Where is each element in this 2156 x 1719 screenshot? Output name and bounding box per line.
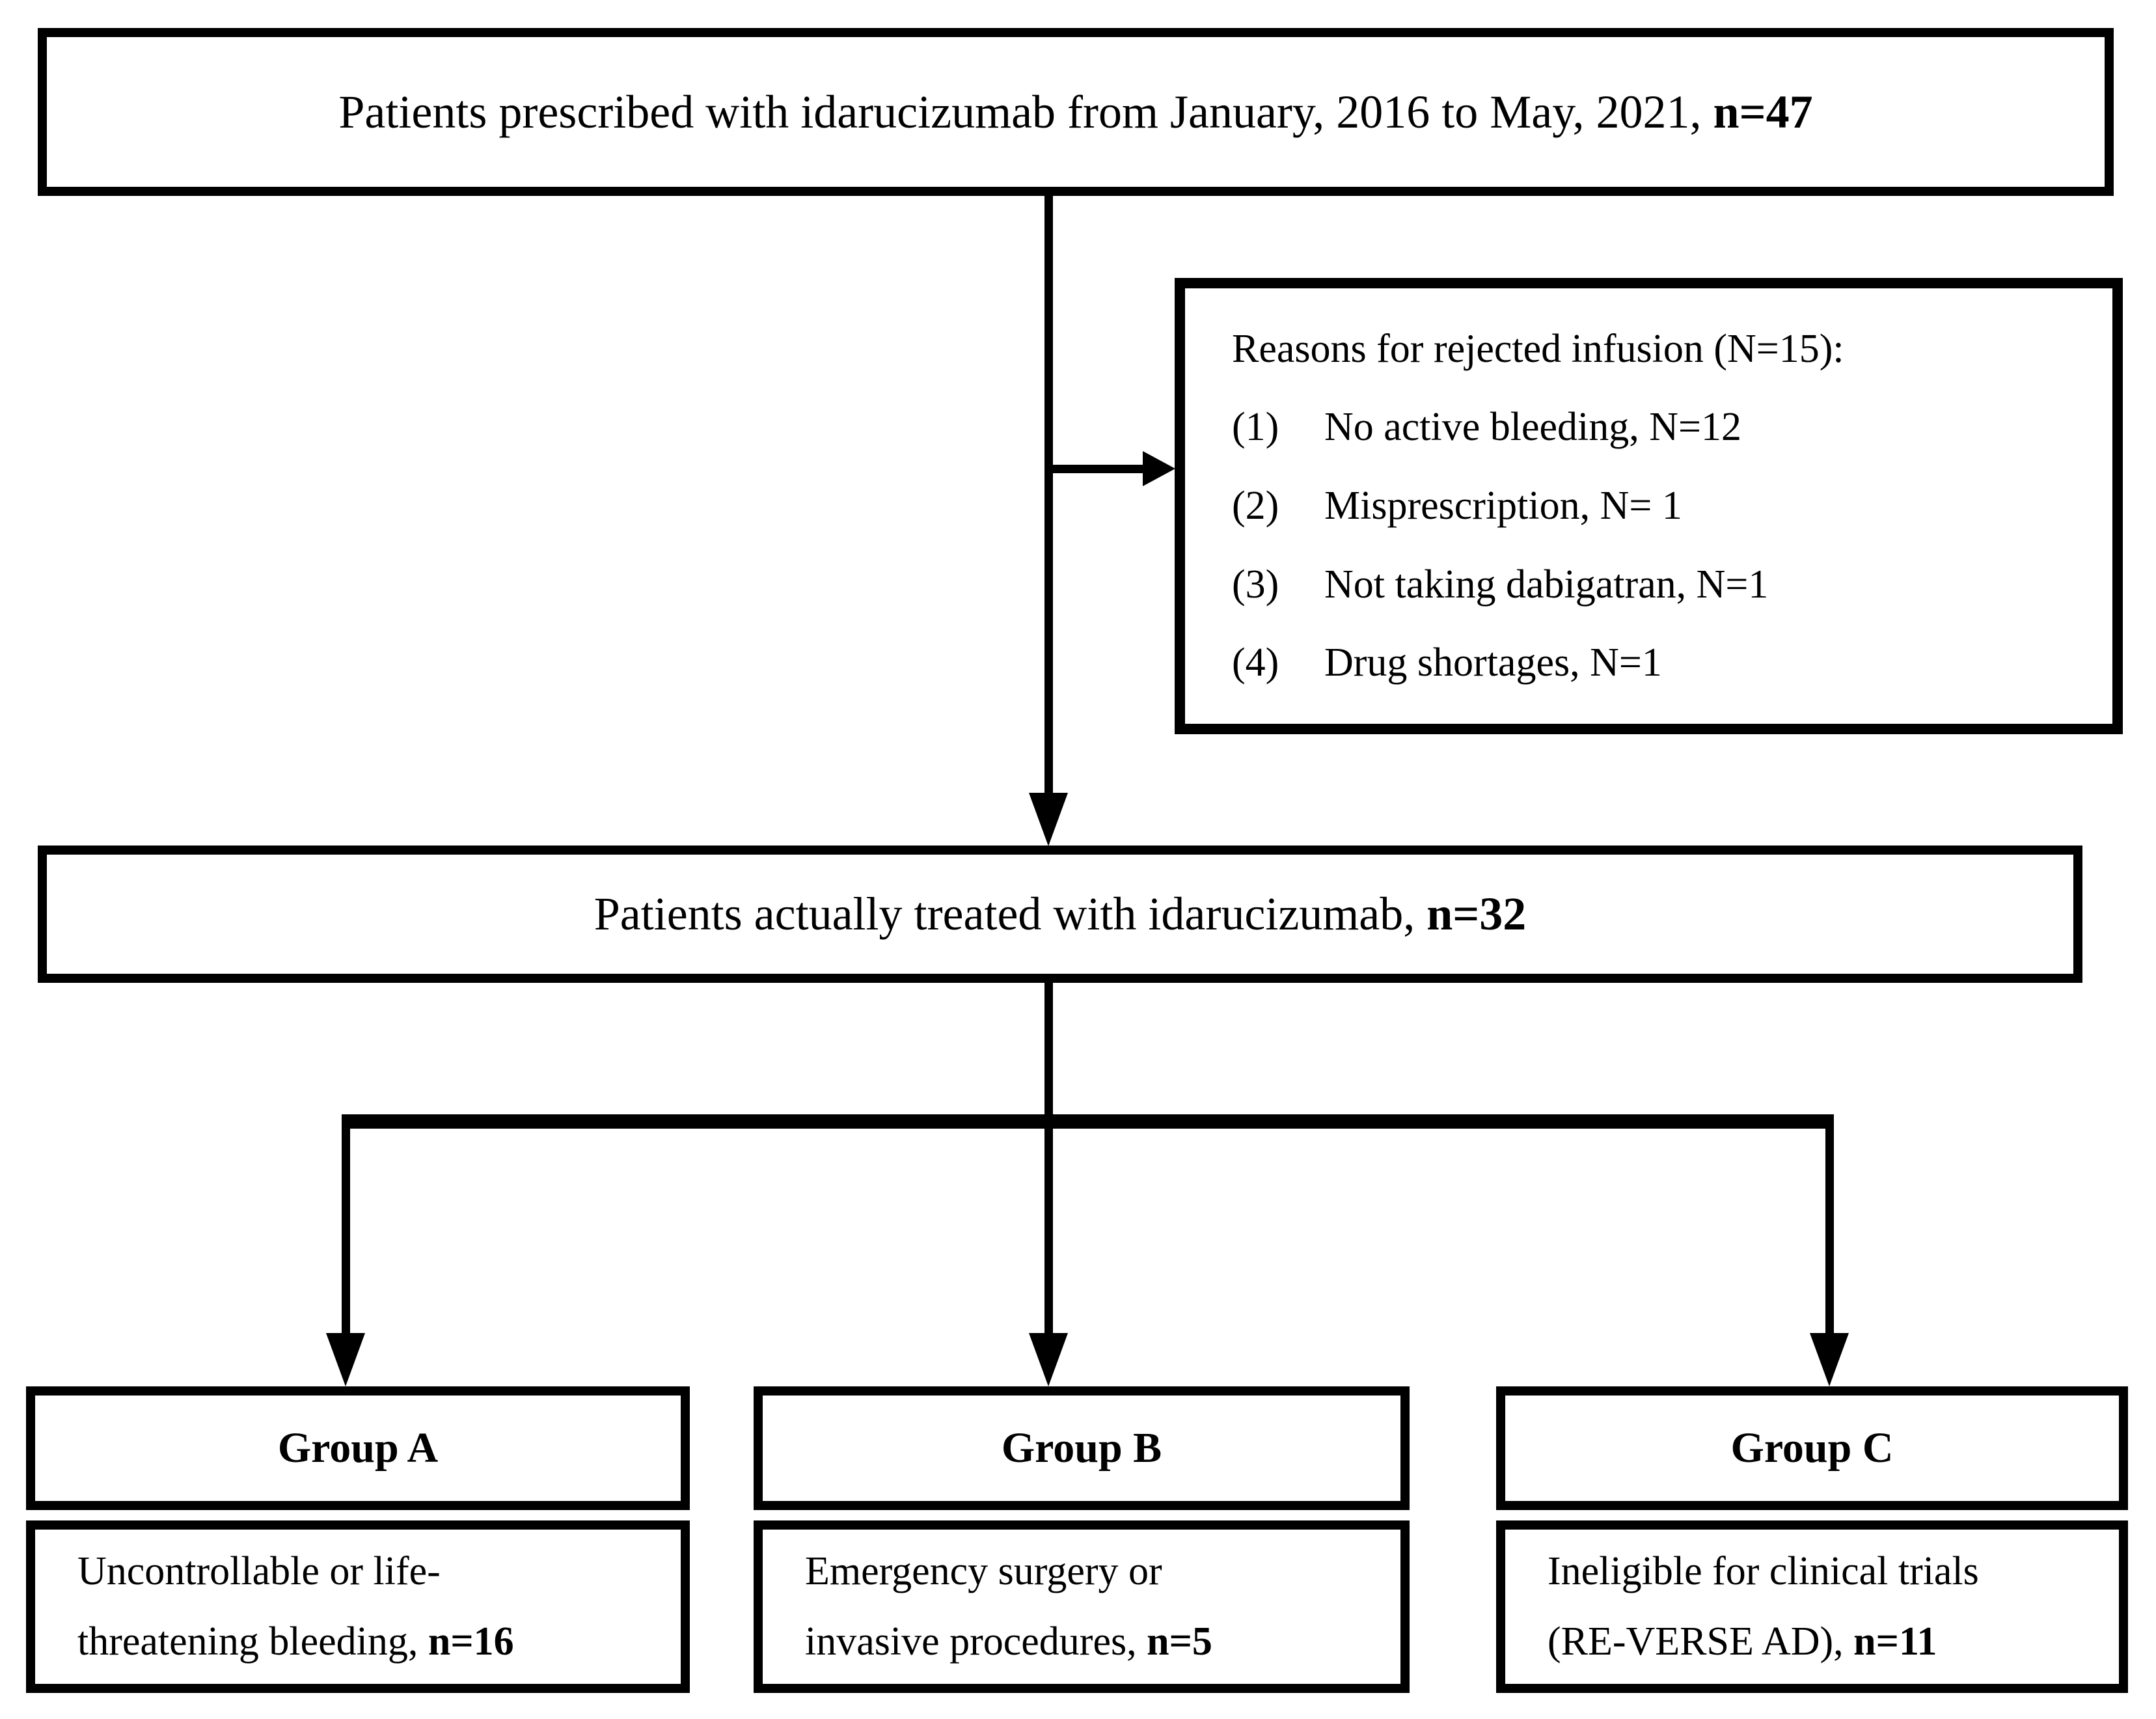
group-b-line1: Emergency surgery or	[805, 1548, 1162, 1593]
group-a-header: Group A	[26, 1386, 690, 1510]
item-number: (4)	[1232, 640, 1279, 685]
item-number: (3)	[1232, 562, 1279, 607]
group-c-line2: (RE-VERSE AD), n=11	[1548, 1619, 1937, 1664]
arrowhead-down-icon	[326, 1333, 365, 1386]
rejection-reasons-title: Reasons for rejected infusion (N=15):	[1232, 326, 1844, 371]
prescribed-patients-text: Patients prescribed with idarucizumab fr…	[338, 85, 1813, 138]
item-text: Drug shortages, N=1	[1324, 640, 1662, 685]
group-a-count: n=16	[428, 1619, 514, 1664]
group-a-box: Group A Uncontrollable or life- threaten…	[26, 1386, 690, 1693]
group-c-line1: Ineligible for clinical trials	[1548, 1548, 1979, 1593]
group-b-count: n=5	[1147, 1619, 1212, 1664]
rejection-reason-item: (4) Drug shortages, N=1	[1232, 640, 2099, 686]
treated-count: n=32	[1426, 888, 1527, 940]
item-number: (2)	[1232, 483, 1279, 528]
flow-line-treated-to-split	[1044, 980, 1053, 1129]
flow-line-split-horizontal	[342, 1114, 1834, 1129]
rejection-reason-item: (3) Not taking dabigatran, N=1	[1232, 562, 2099, 608]
prescribed-count: n=47	[1713, 85, 1813, 138]
flow-line-to-group-b	[1044, 1129, 1053, 1336]
rejection-reasons-box: Reasons for rejected infusion (N=15): (1…	[1175, 278, 2123, 734]
group-a-line1: Uncontrollable or life-	[77, 1548, 441, 1593]
rejection-reason-item: (1) No active bleeding, N=12	[1232, 404, 2099, 450]
item-text: Misprescription, N= 1	[1324, 483, 1682, 528]
item-number: (1)	[1232, 405, 1279, 450]
item-text: No active bleeding, N=12	[1324, 405, 1742, 450]
flow-line-to-group-c	[1825, 1114, 1834, 1336]
arrowhead-down-icon	[1810, 1333, 1849, 1386]
arrowhead-down-icon	[1029, 1333, 1068, 1386]
prescribed-patients-box: Patients prescribed with idarucizumab fr…	[38, 28, 2114, 196]
group-b-box: Group B Emergency surgery or invasive pr…	[754, 1386, 1410, 1693]
treated-patients-text: Patients actually treated with idarucizu…	[594, 888, 1527, 940]
group-a-description: Uncontrollable or life- threatening blee…	[26, 1520, 690, 1693]
rejection-reason-item: (2) Misprescription, N= 1	[1232, 483, 2099, 529]
item-text: Not taking dabigatran, N=1	[1324, 562, 1769, 607]
group-b-description: Emergency surgery or invasive procedures…	[754, 1520, 1410, 1693]
group-c-header: Group C	[1496, 1386, 2128, 1510]
arrowhead-down-icon	[1029, 793, 1068, 846]
treated-patients-box: Patients actually treated with idarucizu…	[38, 846, 2082, 983]
group-c-description: Ineligible for clinical trials (RE-VERSE…	[1496, 1520, 2128, 1693]
group-b-header: Group B	[754, 1386, 1410, 1510]
arrowhead-right-icon	[1143, 451, 1175, 486]
flow-line-branch-to-rejection	[1044, 465, 1143, 473]
group-c-count: n=11	[1853, 1619, 1937, 1664]
group-a-line2: threatening bleeding, n=16	[77, 1619, 514, 1664]
flow-line-top-to-treated	[1044, 192, 1053, 793]
group-c-box: Group C Ineligible for clinical trials (…	[1496, 1386, 2128, 1693]
flow-line-to-group-a	[342, 1114, 350, 1336]
group-b-line2: invasive procedures, n=5	[805, 1619, 1212, 1664]
